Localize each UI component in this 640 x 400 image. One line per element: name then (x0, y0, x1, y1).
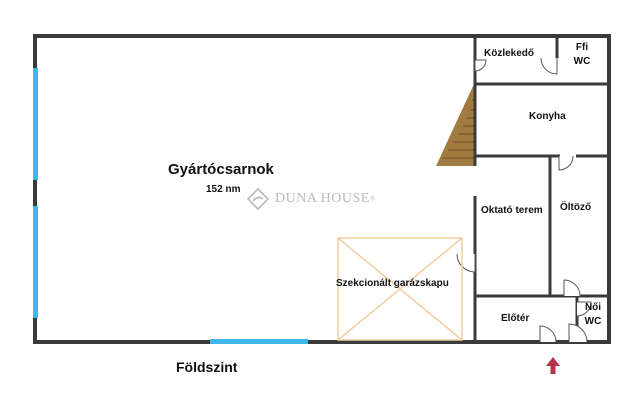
room-label-ffi-wc-line2: WC (573, 56, 591, 67)
room-label-kozlekedo: Közlekedő (484, 48, 535, 59)
room-label-noi-wc-line2: WC (584, 316, 602, 327)
room-area-gyartocsarnok: 152 nm (206, 184, 241, 195)
room-label-oltozo: Öltöző (560, 202, 592, 213)
door-oktato (456, 253, 476, 273)
entrance-arrow-icon (546, 357, 560, 374)
door-eloter (539, 325, 557, 343)
stairs (436, 84, 474, 166)
window-left-lower (33, 206, 38, 318)
room-label-gyartocsarnok: Gyártócsarnok (168, 161, 274, 178)
outer-wall (33, 34, 611, 344)
room-label-eloter: Előtér (501, 313, 530, 324)
room-label-ffi-wc: Ffi WC (570, 41, 594, 69)
room-label-oktato-terem: Oktató terem (481, 205, 543, 216)
door-ffi-wc (540, 57, 558, 75)
window-bottom (210, 339, 308, 344)
door-kozlekedo (474, 59, 487, 72)
room-label-konyha: Konyha (529, 111, 566, 122)
watermark: DUNA HOUSE® (247, 188, 376, 210)
room-label-garazskapu: Szekcionált garázskapu (336, 278, 449, 289)
room-label-noi-wc-line1: Női (584, 302, 602, 313)
room-label-noi-wc: Női WC (581, 301, 605, 329)
door-entrance (568, 323, 588, 343)
door-noi-wc (576, 301, 592, 317)
room-label-ffi-wc-line1: Ffi (575, 42, 589, 53)
duna-house-logo-icon (247, 188, 269, 210)
watermark-mark: ® (369, 195, 376, 203)
floor-label: Földszint (176, 359, 238, 375)
door-oltozo-lower (563, 279, 581, 297)
window-left-upper (33, 68, 38, 180)
door-oltozo (558, 155, 574, 171)
garage-door-outline (337, 237, 463, 341)
watermark-text: DUNA HOUSE (275, 191, 370, 206)
